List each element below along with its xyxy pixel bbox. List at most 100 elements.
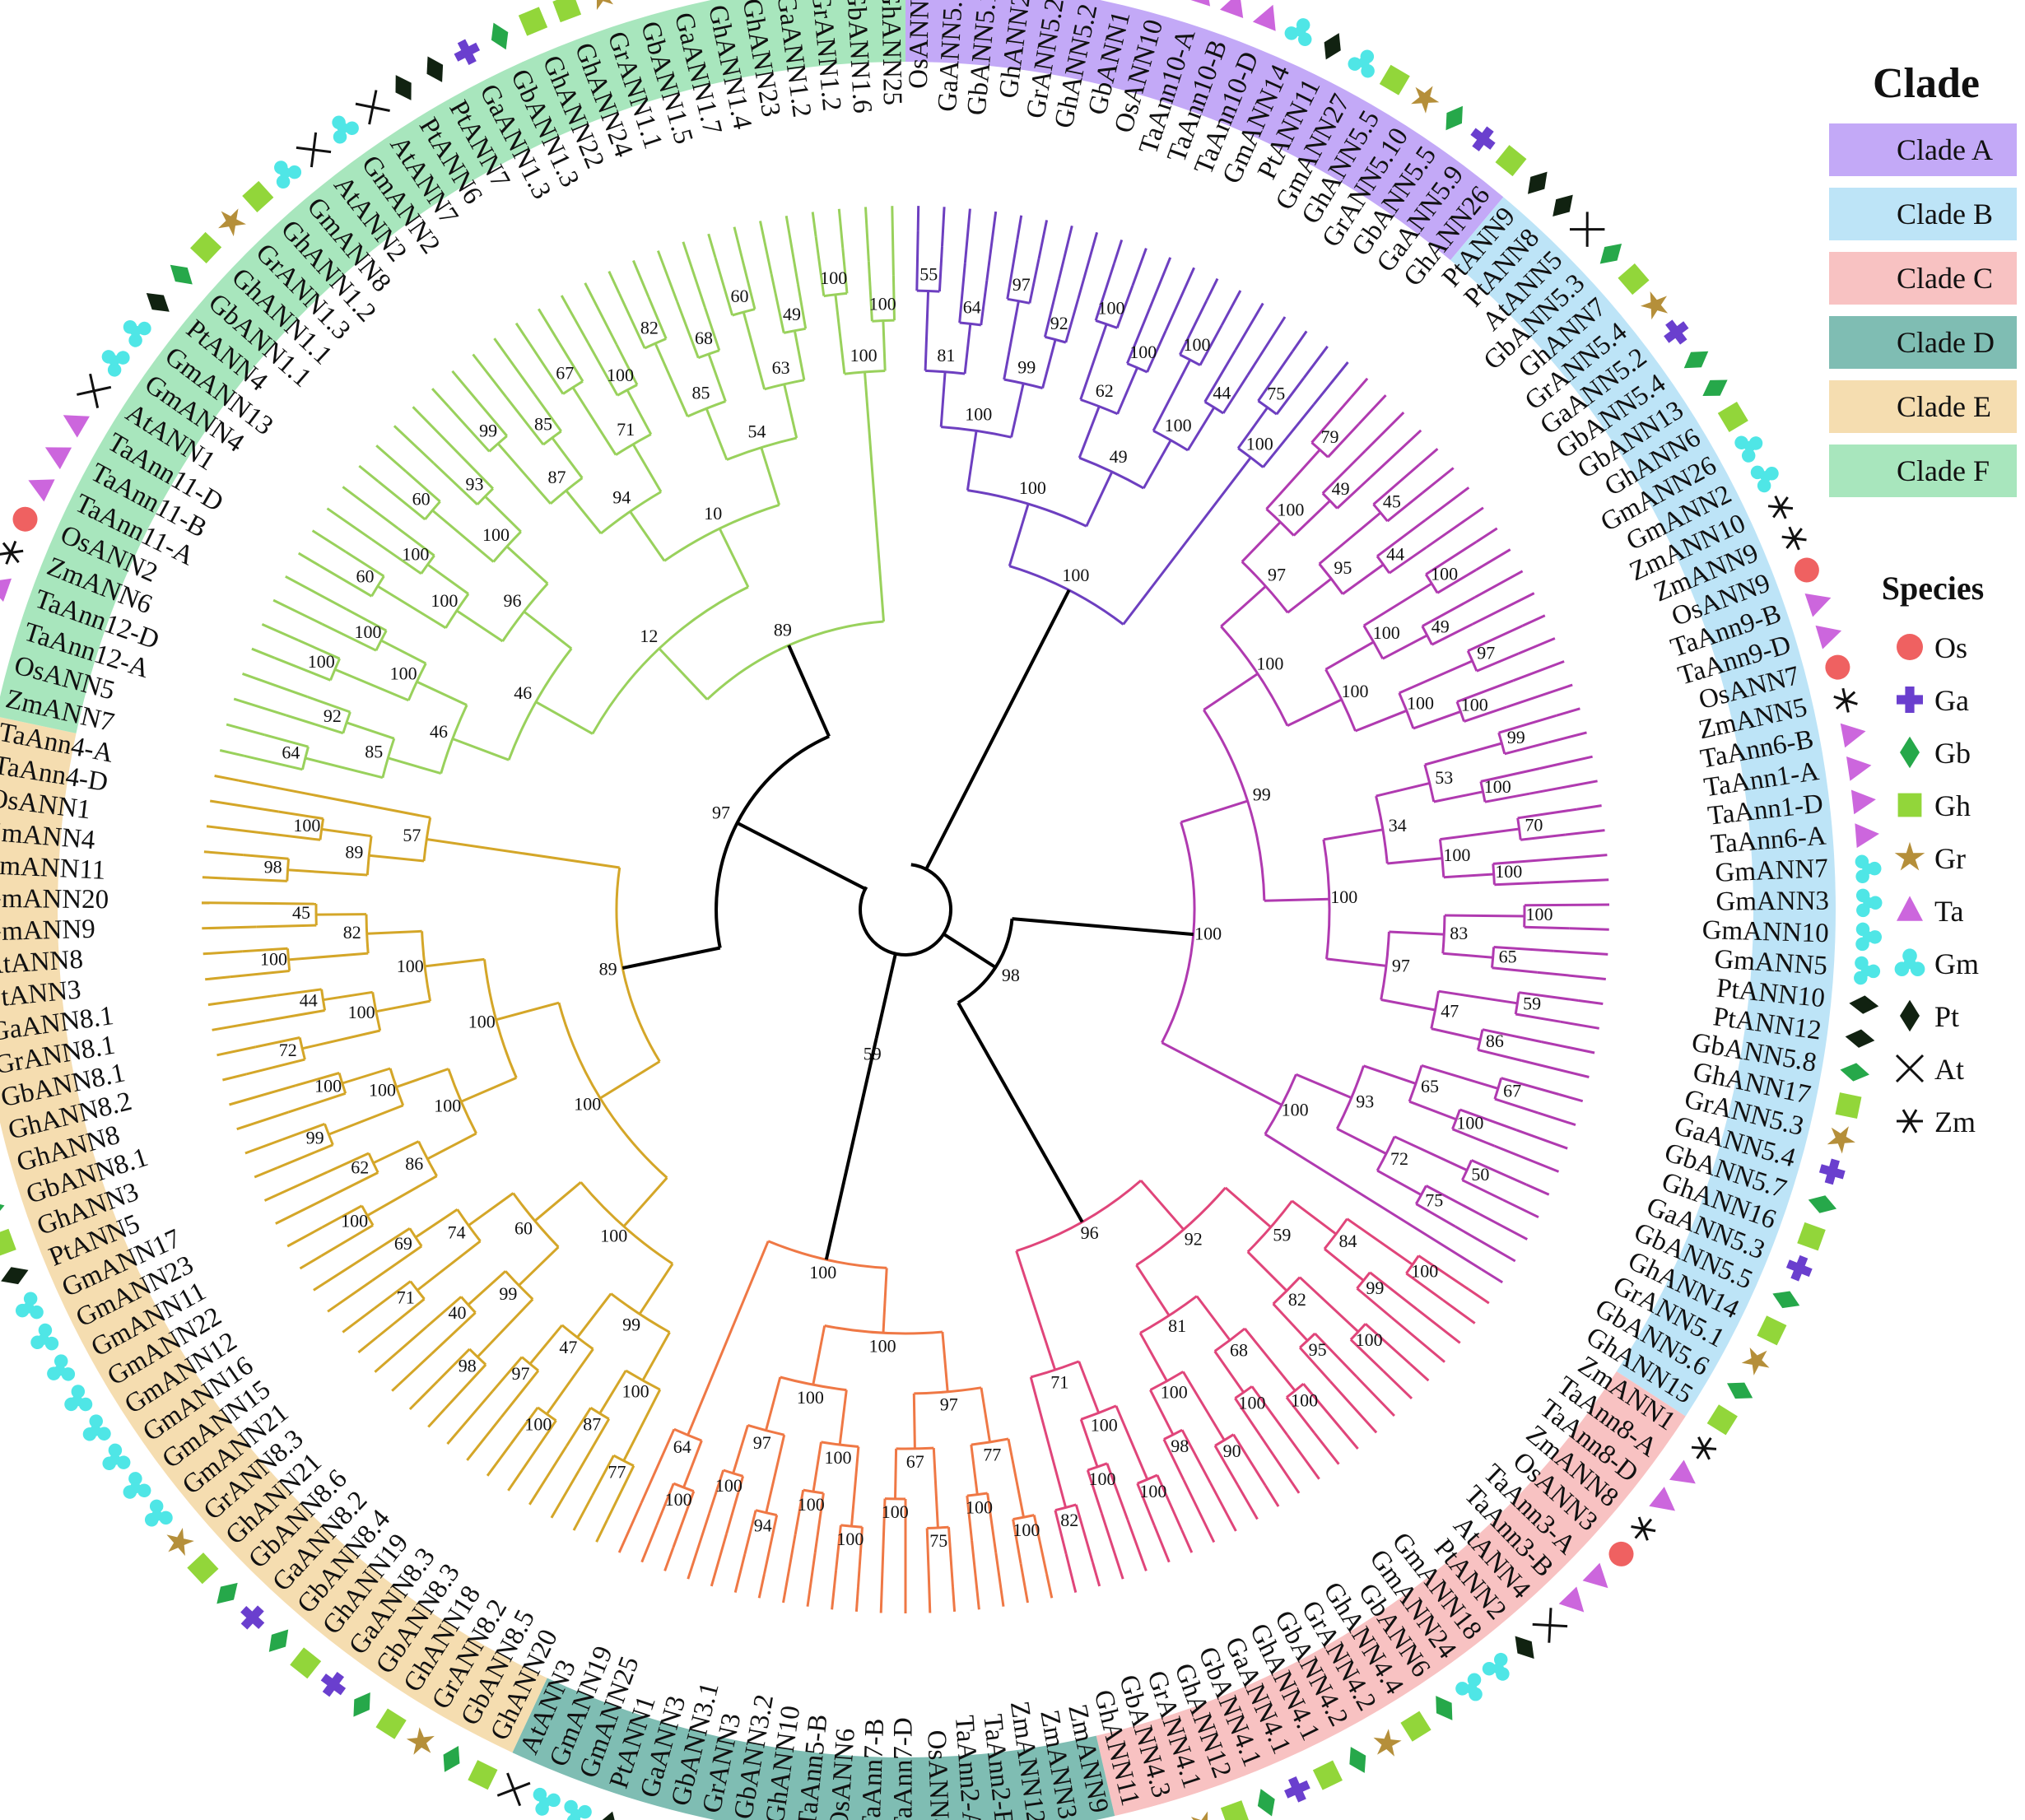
square-icon — [1495, 145, 1527, 177]
branch — [1376, 1169, 1422, 1196]
bootstrap-label: 100 — [1330, 887, 1357, 907]
leaf-label: AtANN8 — [0, 945, 84, 981]
branch — [426, 1132, 477, 1161]
tip-branch — [229, 1084, 296, 1106]
branch — [1494, 1097, 1539, 1115]
leaf-label: GmANN7 — [1715, 854, 1829, 888]
branch — [813, 1492, 825, 1553]
branch — [276, 988, 322, 997]
tri-lobe-icon — [1455, 1673, 1483, 1701]
tip-branch — [1455, 1225, 1516, 1263]
branch-arc — [1003, 378, 1043, 389]
tip-branch — [431, 388, 450, 408]
tip-branch — [412, 406, 463, 458]
branch — [882, 1498, 887, 1544]
branch — [1314, 1332, 1358, 1378]
tri-lobe-icon — [1855, 888, 1883, 918]
triangle-icon — [1840, 723, 1866, 748]
branch — [1459, 1108, 1517, 1132]
branch — [703, 307, 721, 351]
tip-branch — [514, 322, 531, 345]
branch-arc — [1310, 441, 1329, 458]
branch — [980, 1387, 991, 1443]
branch — [707, 353, 727, 403]
bootstrap-label: 49 — [1332, 478, 1350, 499]
species-legend-label: Zm — [1934, 1105, 1976, 1138]
tip-branch — [391, 1352, 433, 1392]
branch — [1222, 374, 1250, 414]
bootstrap-label: 100 — [1239, 1392, 1266, 1413]
branch — [426, 838, 620, 869]
bootstrap-label: 100 — [260, 948, 287, 969]
branch — [377, 584, 447, 630]
diamond-icon — [443, 1746, 460, 1772]
branch — [1142, 440, 1172, 489]
tri-lobe-icon — [64, 1385, 93, 1412]
bootstrap-label: 46 — [430, 721, 448, 742]
star-icon — [1190, 1811, 1218, 1820]
star-icon — [586, 0, 614, 11]
clade-f-sector — [0, 0, 905, 733]
bootstrap-label: 59 — [1273, 1225, 1291, 1245]
branch — [925, 1528, 930, 1574]
tip-branch — [493, 337, 536, 396]
tip-branch — [1131, 248, 1148, 286]
bootstrap-label: 53 — [1435, 767, 1453, 788]
tip-branch — [216, 1045, 256, 1057]
x-mark-icon — [1895, 1054, 1925, 1083]
branch — [599, 1060, 661, 1100]
branch — [1079, 1418, 1099, 1468]
branch — [834, 294, 846, 375]
branch — [1433, 790, 1483, 803]
clade-b-swatch — [1829, 188, 2017, 240]
plus-icon — [1818, 1158, 1846, 1185]
bootstrap-label: 85 — [692, 383, 710, 403]
branch — [1115, 1405, 1149, 1480]
clade-e-swatch — [1829, 380, 2017, 433]
branch — [714, 257, 734, 316]
branch — [742, 264, 756, 310]
branch — [1008, 503, 1030, 567]
backbone-branch — [957, 1002, 1084, 1223]
branch — [426, 1296, 463, 1328]
bootstrap-label: 96 — [1081, 1222, 1099, 1243]
bootstrap-label: 60 — [356, 566, 375, 587]
branch — [307, 696, 351, 714]
branch — [1122, 456, 1252, 626]
branch — [638, 1263, 674, 1315]
species-legend-label: Ta — [1934, 895, 1963, 928]
plus-icon — [1897, 687, 1923, 713]
diamond-icon — [1683, 351, 1709, 369]
branch-arc — [375, 630, 388, 651]
tip-branch — [710, 1533, 728, 1587]
branch — [432, 462, 478, 505]
branch — [1179, 300, 1208, 356]
square-icon — [375, 1708, 407, 1739]
branch — [1146, 330, 1167, 373]
diamond-icon — [623, 0, 649, 2]
root-branch — [874, 953, 897, 1039]
tip-branch — [1560, 1020, 1599, 1030]
branch — [1470, 1159, 1527, 1186]
tip-branch — [733, 226, 746, 266]
tip-branch — [1369, 429, 1422, 479]
branch — [371, 1245, 423, 1282]
branch — [321, 827, 372, 838]
bootstrap-label: 98 — [1171, 1436, 1189, 1456]
branch-arc — [840, 1524, 863, 1529]
branch — [1064, 298, 1080, 343]
branch — [938, 246, 943, 292]
triangle-icon — [44, 447, 72, 470]
branch — [1431, 1027, 1481, 1041]
branch — [986, 1492, 998, 1553]
branch — [1203, 673, 1259, 711]
branch — [1408, 1100, 1457, 1121]
leaf-label: TaAnn7-D — [889, 1717, 919, 1820]
triangle-icon — [1186, 0, 1211, 7]
tip-branch — [226, 723, 265, 737]
asterisk-icon — [1631, 1516, 1656, 1541]
branch — [1028, 258, 1040, 304]
tip-branch — [941, 207, 946, 247]
branch — [1003, 300, 1020, 380]
branch — [1139, 1180, 1185, 1231]
